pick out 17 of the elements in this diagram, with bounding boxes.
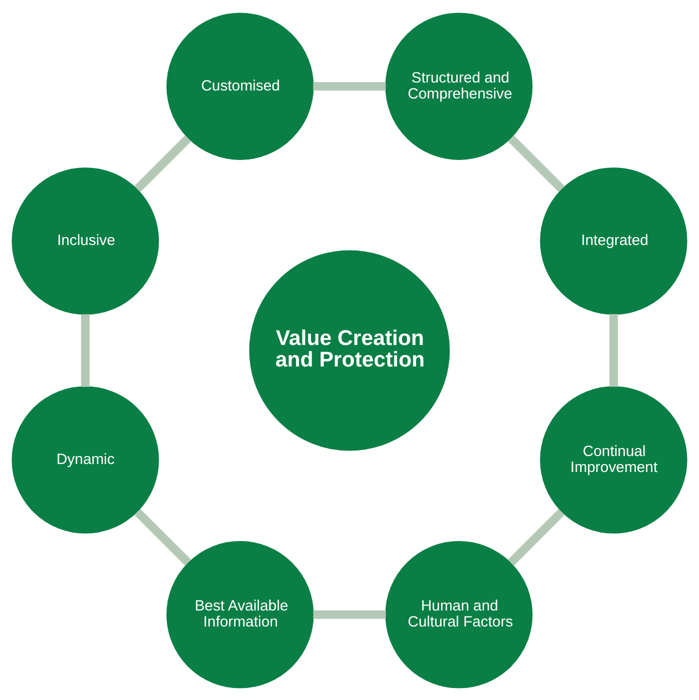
node-circle: Customised	[166, 12, 314, 160]
node-circle: Human and Cultural Factors	[385, 540, 533, 688]
connector	[508, 508, 565, 566]
node-circle: Inclusive	[12, 166, 159, 314]
node-circle: Dynamic	[12, 386, 159, 534]
connector	[609, 314, 618, 386]
connector	[134, 508, 192, 566]
connector	[81, 314, 90, 386]
node-circle: Integrated	[540, 166, 688, 314]
connector	[313, 610, 386, 618]
node-circle: Structured and Comprehensive	[385, 12, 533, 160]
node-circle: Value Creation and Protection	[249, 250, 450, 450]
connector	[134, 134, 192, 192]
connector	[313, 82, 386, 90]
node-circle: Best Available Information	[166, 540, 314, 688]
node-circle: Continual Improvement	[540, 386, 688, 534]
connector	[508, 134, 565, 192]
